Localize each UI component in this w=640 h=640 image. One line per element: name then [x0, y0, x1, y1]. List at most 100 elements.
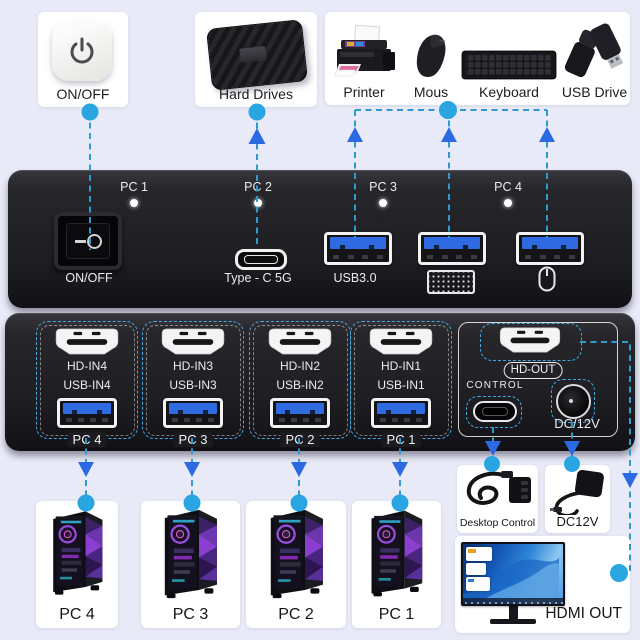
usb-in1-port [371, 398, 431, 429]
peripheral-usb-drive: USB Drive [559, 12, 630, 105]
usb-in4-label: USB-IN4 [63, 377, 111, 392]
dc-adapter-image [550, 469, 604, 515]
input-group-pc3: HD-IN3 USB-IN3 PC 3 [142, 321, 244, 447]
pc4-label: PC 4 [59, 606, 95, 623]
input-group-pc1-label: PC 1 [381, 432, 421, 447]
mouse-usb-port [516, 232, 584, 265]
kvm-rear-panel: HD-IN4 USB-IN4 PC 4 HD-IN3 USB-IN3 PC 3 … [5, 313, 635, 451]
desktop-control-image [466, 471, 531, 505]
peripheral-keyboard: Keyboard [459, 12, 559, 105]
control-dashed-box [466, 396, 522, 428]
mouse-label: Mous [413, 84, 449, 100]
usb-in4-port [57, 398, 117, 429]
desktop-control-label: Desktop Control [459, 517, 536, 529]
power-button [52, 21, 112, 81]
hdmi-in1-port [369, 328, 433, 355]
pc3-led-indicator [379, 199, 387, 207]
printer-label: Printer [343, 84, 385, 100]
usb-in2-port [270, 398, 330, 429]
pc2-indicator-label: PC 2 [244, 180, 272, 194]
dc-jack [556, 384, 591, 419]
mouse-icon [411, 22, 451, 82]
usb-drive-icon [561, 22, 629, 82]
arrow-down-pc4 [78, 462, 94, 477]
hdmi-in2-label: HD-IN2 [279, 359, 320, 373]
usb3-port [324, 232, 392, 265]
input-group-pc4: HD-IN4 USB-IN4 PC 4 [36, 321, 138, 447]
dc12v-label: DC12V [556, 514, 599, 529]
hdmi-in1-label: HD-IN1 [380, 359, 421, 373]
arrow-down-pc3 [184, 462, 200, 477]
arrow-down-pc1 [392, 462, 408, 477]
control-label: CONTROL [466, 380, 524, 391]
monitor-image [461, 542, 565, 624]
pc1-card: PC 1 [352, 501, 441, 628]
input-group-pc2: HD-IN2 USB-IN2 PC 2 [249, 321, 351, 447]
hdmi-in4-port [55, 328, 119, 355]
pc1-led-indicator [130, 199, 138, 207]
pc2-tower-image [260, 507, 332, 601]
arrow-down-hdmi-out [622, 473, 638, 488]
keyboard-usb-port [418, 232, 486, 265]
pc4-indicator-label: PC 4 [494, 180, 522, 194]
pc2-label: PC 2 [278, 606, 314, 623]
peripheral-mouse: Mous [403, 12, 459, 105]
hdmi-in4-label: HD-IN4 [66, 359, 107, 373]
keyboard-label: Keyboard [479, 84, 539, 100]
hdmi-out-label: HD-OUT [503, 362, 563, 379]
input-group-pc1: HD-IN1 USB-IN1 PC 1 [350, 321, 452, 447]
input-group-pc4-label: PC 4 [67, 432, 107, 447]
pc3-indicator-label: PC 3 [369, 180, 397, 194]
hard-drive-image [206, 19, 308, 91]
type-c-port [235, 249, 287, 270]
usb3-label: USB3.0 [333, 271, 377, 285]
pc3-tower-image [154, 507, 226, 601]
hdmi-in3-label: HD-IN3 [172, 359, 213, 373]
hdmi-out-port [497, 327, 563, 353]
input-group-pc3-label: PC 3 [173, 432, 213, 447]
control-port [473, 401, 517, 422]
power-icon [70, 37, 94, 64]
hard-drives-card: Hard Drives [195, 12, 317, 107]
arrow-up-keyboard [441, 127, 457, 142]
type-c-label: Type - C 5G [224, 271, 292, 285]
printer-icon [331, 22, 397, 82]
pc2-led-indicator [254, 199, 262, 207]
kvm-front-panel: PC 1 PC 2 PC 3 PC 4 ON/OFF Type - C 5G U… [8, 170, 632, 308]
hdmi-out-monitor-card: HDMI OUT [455, 536, 630, 633]
usb-in3-port [163, 398, 223, 429]
peripheral-printer: Printer [325, 12, 403, 105]
pc4-tower-image [43, 507, 111, 599]
power-switch-label: ON/OFF [65, 271, 113, 285]
usb-in1-label: USB-IN1 [377, 377, 425, 392]
pc3-card: PC 3 [141, 501, 240, 628]
arrow-up-mouse [539, 127, 555, 142]
pc1-tower-image [361, 507, 431, 600]
power-card-label: ON/OFF [56, 86, 110, 102]
peripherals-card: Printer Mous [325, 12, 630, 105]
pc1-label: PC 1 [378, 606, 415, 623]
pc1-indicator-label: PC 1 [120, 180, 148, 194]
pc4-card: PC 4 [36, 501, 118, 628]
keyboard-port-icon [427, 270, 475, 294]
input-group-pc2-label: PC 2 [280, 432, 320, 447]
keyboard-icon [461, 22, 557, 82]
rocker-power-switch[interactable] [54, 212, 122, 270]
power-card: ON/OFF [38, 12, 128, 107]
pc2-card: PC 2 [246, 501, 346, 628]
pc4-led-indicator [504, 199, 512, 207]
hdmi-in2-port [268, 328, 332, 355]
usb-drive-label: USB Drive [561, 84, 628, 100]
arrow-down-pc2 [291, 462, 307, 477]
desktop-control-card: Desktop Control [457, 465, 538, 533]
pc3-label: PC 3 [172, 606, 209, 623]
mouse-port-icon [538, 266, 556, 292]
dc-label: DC/12V [554, 416, 600, 431]
arrow-up-hard-drives [248, 128, 266, 144]
usb-in3-label: USB-IN3 [169, 377, 217, 392]
hdmi-out-card-label: HDMI OUT [545, 605, 622, 622]
usb-in2-label: USB-IN2 [276, 377, 324, 392]
dc12v-card: DC12V [545, 465, 610, 533]
hard-drives-label: Hard Drives [219, 86, 293, 102]
